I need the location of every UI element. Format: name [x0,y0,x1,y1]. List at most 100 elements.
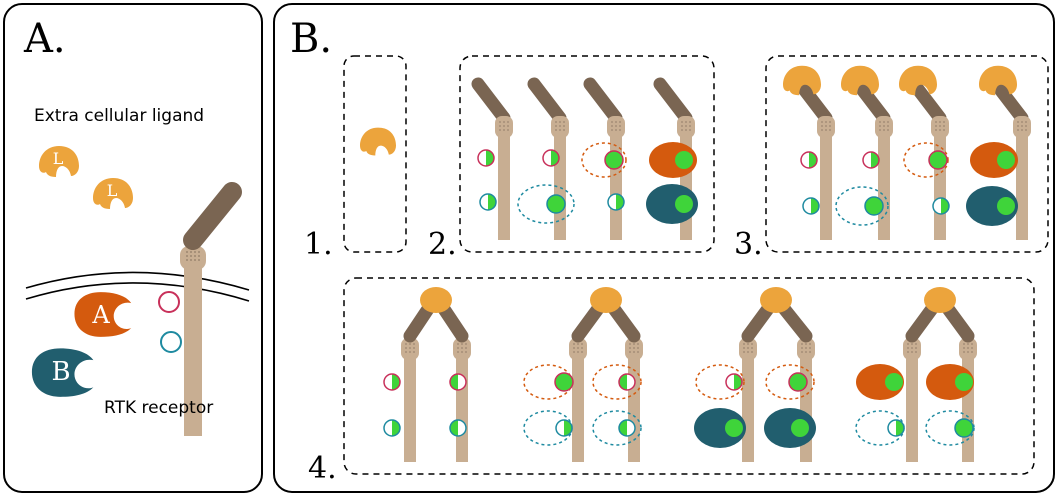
phospho-site-active [788,372,808,392]
panel-a-label: A. [23,16,66,62]
unbound-protein-outline [835,186,889,226]
receptor-stem [495,116,513,240]
receptor-stem [625,338,643,462]
phospho-site [449,373,467,391]
phospho-site-active [554,372,574,392]
ligand-icon [590,287,622,313]
membrane-outer [25,271,250,291]
receptor-stem [607,116,625,240]
phospho-site-active [928,150,948,170]
step-3-label: 3. [734,227,763,262]
bound-protein [764,408,816,448]
receptor-arm [583,77,623,125]
ligand-letter: L [53,149,64,168]
receptor-stem [569,338,587,462]
panel-b-frame [273,3,1055,493]
phospho-site-active [955,373,973,391]
ligand-icon [420,287,452,313]
phospho-site [618,373,636,391]
receptor-arm [471,77,511,125]
receptor-arm [571,299,607,343]
phospho-site [800,151,818,169]
receptor-stem [401,338,419,462]
phospho-site-active [675,151,693,169]
phospho-site-active [997,197,1015,215]
phospho-site-active [997,151,1015,169]
receptor-arm [793,77,833,125]
phospho-site [607,193,625,211]
phospho-site [383,373,401,391]
bound-protein [694,408,746,448]
receptor-arm [605,299,641,343]
receptor-arm [905,299,941,343]
protein-b-letter: B [51,357,70,387]
receptor-stem [453,338,471,462]
phospho-site [477,149,495,167]
phospho-site-active [725,419,743,437]
step-4-label: 4. [308,451,337,486]
panel-b: B. 1. 2. 3. 4. [273,3,1055,493]
phospho-site [802,197,820,215]
receptor-arm [939,299,975,343]
receptor-stem [739,338,757,462]
step-4-box [343,277,1035,475]
phospho-site [932,197,950,215]
unbound-protein-outline [765,364,815,400]
phospho-site-active [546,194,566,214]
phospho-site-active [791,419,809,437]
receptor-stem [551,116,569,240]
unbound-protein-outline [925,410,975,446]
step-2-box [459,55,715,253]
receptor-stem [903,338,921,462]
receptor-arm [653,77,693,125]
site-a-empty [158,291,180,313]
receptor-stem [817,116,835,240]
bound-protein [646,184,698,224]
phospho-site [449,419,467,437]
membrane-inner [25,282,250,302]
step-2-label: 2. [428,227,457,262]
receptor-arm [741,299,777,343]
phospho-site [479,193,497,211]
panel-b-label: B. [290,16,332,62]
unbound-protein-outline [592,410,642,446]
phospho-site-active [604,150,624,170]
bound-protein [966,186,1018,226]
rtk-receptor [180,182,242,436]
receptor-arm [851,77,891,125]
phospho-site [542,149,560,167]
receptor-arm [775,299,813,343]
ligand-icon [924,287,956,313]
phospho-site [725,373,743,391]
bound-protein [856,364,904,400]
phospho-site-active [954,418,974,438]
unbound-protein-outline [903,142,949,178]
unbound-protein-outline [581,142,627,178]
receptor-stem [1013,116,1031,240]
panel-a: A. Extra cellular ligand L L [3,3,263,493]
receptor-arm [435,299,469,343]
ligand-icon: L [93,178,133,209]
phospho-site-active [864,196,884,216]
phospho-site [555,419,573,437]
receptors-layer [383,65,1031,462]
bound-protein [649,142,697,178]
protein-b: B [31,348,94,397]
phospho-site-active [885,373,903,391]
unbound-protein-outline [517,184,575,224]
step-1-label: 1. [304,227,333,262]
receptor-arm [989,77,1029,125]
bound-protein [926,364,974,400]
ligand-letter: L [107,181,118,200]
receptor-caption: RTK receptor [104,398,213,418]
ligand-caption: Extra cellular ligand [34,106,204,126]
receptor-arm [403,299,437,343]
ligand-icon [760,287,792,313]
phospho-site [383,419,401,437]
step-3-box [765,55,1049,253]
receptor-stem [931,116,949,240]
phospho-site [887,419,905,437]
phospho-site [862,151,880,169]
protein-a-letter: A [91,301,110,329]
